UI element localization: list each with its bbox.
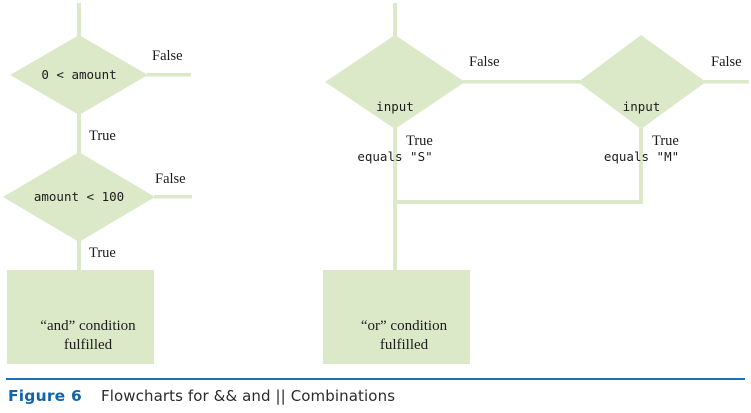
and-d2-false-connector [154, 195, 192, 199]
or-d2-line2: equals "M" [603, 148, 680, 164]
and-flowchart-shapes [3, 3, 192, 364]
and-terminal-text: “and” condition fulfilled [7, 298, 154, 373]
decision-diamond-input-equals-s [325, 35, 465, 129]
figure-number-label: Figure 6 [8, 387, 82, 405]
decision-label-input-equals-m: input equals "M" [574, 64, 709, 199]
or-terminal-text: “or” condition fulfilled [323, 298, 470, 373]
or-d2-true-vertical-connector [639, 128, 643, 204]
caption-text-wrap: Figure 6 Flowcharts for && and || Combin… [8, 387, 395, 405]
or-merge-horizontal-connector [393, 200, 643, 204]
or-d1-true-connector [393, 128, 397, 272]
decision-diamond-input-equals-m [578, 35, 706, 129]
or-terminal-line2: fulfilled [379, 336, 429, 353]
branch-label-or-d2-true: True [652, 133, 679, 149]
and-terminal-line2: fulfilled [63, 336, 113, 353]
decision-label-input-equals-s: input equals "S" [326, 64, 464, 199]
and-condition-fulfilled-box [7, 270, 154, 364]
or-d1-false-connector [463, 80, 580, 84]
and-terminal-line1: “and” condition [40, 317, 136, 334]
or-d1-line1: input [376, 98, 414, 114]
branch-label-and-d2-true: True [89, 245, 116, 261]
branch-label-and-d2-false: False [155, 171, 186, 187]
or-d2-false-connector [704, 80, 749, 84]
branch-label-or-d2-false: False [711, 54, 742, 70]
flowchart-graphics [3, 3, 749, 364]
and-d1-false-connector [147, 73, 191, 77]
branch-label-or-d1-true: True [406, 133, 433, 149]
or-d1-line2: equals "S" [357, 148, 433, 164]
or-condition-fulfilled-box [323, 270, 470, 364]
caption-divider-rule [6, 378, 745, 380]
or-d2-line1: input [622, 98, 661, 114]
and-entry-connector [77, 3, 81, 37]
branch-label-or-d1-false: False [469, 54, 500, 70]
branch-label-and-d1-false: False [152, 48, 183, 64]
figure-caption-bar: Figure 6 Flowcharts for && and || Combin… [0, 378, 751, 413]
decision-label-amount-lt-100: amount < 100 [33, 189, 125, 204]
or-flowchart-shapes [323, 3, 749, 364]
or-entry-connector [393, 3, 397, 37]
and-d1-true-connector [77, 114, 81, 154]
branch-label-and-d1-true: True [89, 128, 116, 144]
decision-diamond-amount-gt-0 [10, 35, 148, 115]
figure-caption-label: Flowcharts for && and || Combinations [100, 387, 396, 405]
and-d2-true-connector [77, 241, 81, 272]
decision-label-amount-gt-0: 0 < amount [41, 67, 117, 82]
or-terminal-line1: “or” condition [360, 317, 448, 334]
decision-diamond-amount-lt-100 [3, 152, 155, 242]
